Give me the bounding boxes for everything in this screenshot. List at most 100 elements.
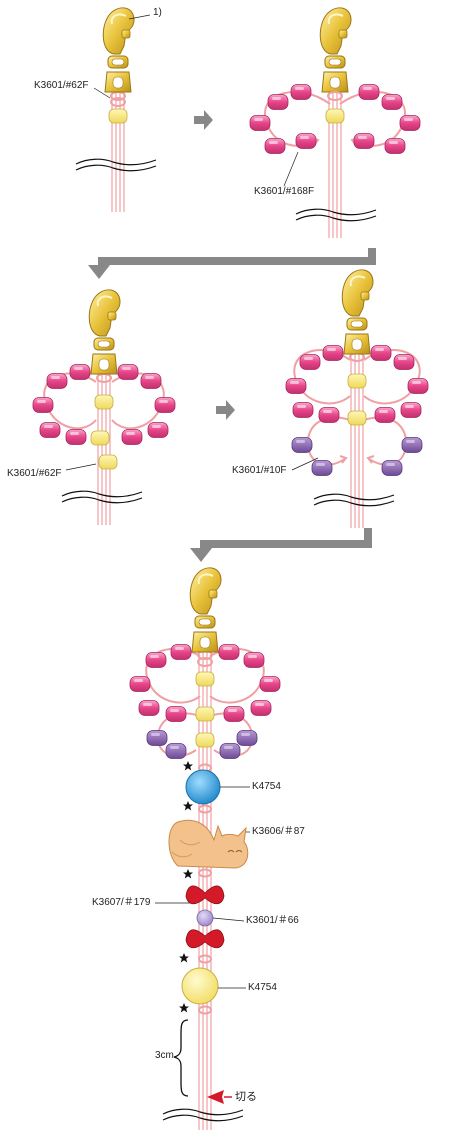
lavender-bead xyxy=(196,909,214,927)
step-arrow-icon-2 xyxy=(88,248,376,279)
purple-bead xyxy=(311,460,333,476)
purple-bead xyxy=(291,437,313,453)
final-cord-strands xyxy=(198,645,212,1130)
lobster-clasp-icon xyxy=(88,288,121,375)
pink-bead xyxy=(393,354,415,370)
pink-bead xyxy=(129,676,151,692)
star-icon xyxy=(183,801,193,811)
pink-bead xyxy=(69,364,91,380)
pink-bead xyxy=(243,652,265,668)
purple-bead xyxy=(165,743,187,759)
tail-length-label: 3cm xyxy=(155,1050,174,1061)
red-bead xyxy=(185,929,225,949)
cat-charm-icon xyxy=(168,819,249,869)
pink-bead xyxy=(400,402,422,418)
red-bead xyxy=(185,885,225,905)
lobster-clasp-icon xyxy=(341,268,374,355)
pink-bead xyxy=(121,429,143,445)
yellow-bead-4 xyxy=(347,373,367,389)
pink-bead xyxy=(154,397,176,413)
pink-bead xyxy=(223,706,245,722)
lobster-clasp-icon xyxy=(102,6,135,94)
pink-bead xyxy=(170,644,192,660)
lavender-bead-label: K3601/＃66 xyxy=(246,915,299,926)
yellow-round-bead xyxy=(181,967,219,1005)
bead-label-168f: K3601/#168F xyxy=(254,186,315,197)
pink-bead xyxy=(140,373,162,389)
purple-bead xyxy=(236,730,258,746)
pink-bead xyxy=(318,407,340,423)
purple-bead xyxy=(219,743,241,759)
pink-bead xyxy=(267,94,289,110)
pink-bead xyxy=(39,422,61,438)
pink-bead xyxy=(399,115,421,131)
yellow-bead-3 xyxy=(94,394,114,410)
panel-5 xyxy=(129,566,281,1130)
star-icon xyxy=(183,869,193,879)
pink-bead xyxy=(384,138,406,154)
pink-bead xyxy=(374,407,396,423)
step-arrow-icon-1 xyxy=(194,110,213,130)
pink-bead xyxy=(299,354,321,370)
blue-bead-label: K4754 xyxy=(252,781,281,792)
pink-bead xyxy=(138,700,160,716)
pink-bead xyxy=(370,345,392,361)
star-icon xyxy=(183,761,193,771)
cord-break-4 xyxy=(313,493,395,507)
bead-label-62f-step1: K3601/#62F xyxy=(34,80,89,91)
pink-bead xyxy=(358,84,380,100)
pink-bead xyxy=(65,429,87,445)
panel-1 xyxy=(75,6,157,212)
pink-bead xyxy=(292,402,314,418)
pink-bead xyxy=(117,364,139,380)
pink-bead xyxy=(249,115,271,131)
yellow-bead-4b xyxy=(347,410,367,426)
yellow-bead-3b xyxy=(90,430,110,446)
panel-2 xyxy=(249,6,421,238)
step-marker: 1) xyxy=(153,7,162,18)
pink-bead xyxy=(32,397,54,413)
pink-bead xyxy=(218,644,240,660)
purple-bead xyxy=(146,730,168,746)
yellow-bead-5b xyxy=(195,706,215,722)
lobster-clasp-icon xyxy=(189,566,222,653)
blue-round-bead xyxy=(185,769,221,805)
yellow-bead-5 xyxy=(195,671,215,687)
yellow-bead-5c xyxy=(195,732,215,748)
pink-bead xyxy=(165,706,187,722)
cat-charm-label: K3606/＃87 xyxy=(252,826,305,837)
cut-label: 切る xyxy=(235,1091,257,1103)
pink-bead xyxy=(295,133,317,149)
pink-bead xyxy=(353,133,375,149)
panel-3 xyxy=(32,288,176,525)
pink-bead xyxy=(322,345,344,361)
pink-bead xyxy=(264,138,286,154)
pink-bead xyxy=(46,373,68,389)
bead-label-10f: K3601/#10F xyxy=(232,465,287,476)
purple-bead xyxy=(381,460,403,476)
pink-bead xyxy=(381,94,403,110)
pink-bead xyxy=(145,652,167,668)
yellow-bead-label: K4754 xyxy=(248,982,277,993)
yellow-bead-1 xyxy=(108,108,128,124)
lobster-clasp-icon xyxy=(319,6,352,94)
pink-bead xyxy=(147,422,169,438)
red-bead-label: K3607/＃179 xyxy=(92,897,151,908)
yellow-bead-2 xyxy=(325,108,345,124)
pink-bead xyxy=(407,378,429,394)
yellow-bead-3c xyxy=(98,454,118,470)
star-icon xyxy=(179,953,189,963)
star-icon xyxy=(179,1003,189,1013)
panel-4 xyxy=(285,268,429,528)
pink-bead xyxy=(285,378,307,394)
cord-break-2 xyxy=(295,208,377,222)
pink-bead xyxy=(250,700,272,716)
cord-strands-1 xyxy=(111,90,125,212)
pink-bead xyxy=(259,676,281,692)
pink-bead xyxy=(290,84,312,100)
cut-arrow-icon xyxy=(207,1090,232,1104)
knot-1 xyxy=(110,91,126,107)
brace-icon xyxy=(173,1019,189,1097)
